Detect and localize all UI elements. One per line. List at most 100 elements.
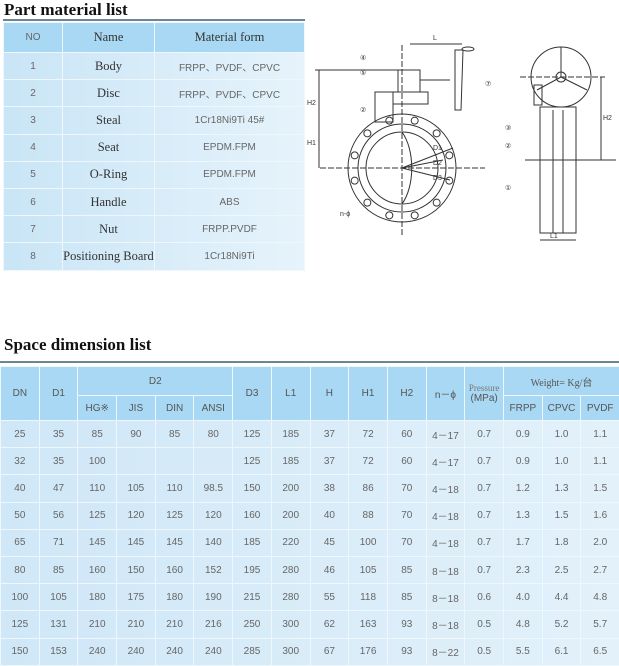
table-header-row: DN D1 D2 D3 L1 H H1 H2 n－ϕ Pressure(MPa)…	[1, 367, 619, 396]
table-cell: 285	[233, 638, 272, 665]
cell-material: FRPP.PVDF	[155, 216, 305, 243]
table-cell: 71	[39, 529, 78, 556]
cell-name: Seat	[63, 134, 155, 161]
table-cell: 180	[78, 584, 117, 611]
cell-material: FRPP、PVDF、CPVC	[155, 53, 305, 80]
bolt-hole	[433, 199, 440, 206]
table-cell: 0.5	[465, 638, 504, 665]
table-cell: 72	[349, 421, 388, 448]
table-cell	[117, 448, 156, 475]
space-dimension-table: DN D1 D2 D3 L1 H H1 H2 n－ϕ Pressure(MPa)…	[0, 366, 619, 666]
valve-diagram: L H2 H1 D1 D2 D3 n-ϕ L1 H2 ④ ⑤ ② ⑦ ③ ② ①	[305, 20, 619, 250]
cell-material: 1Cr18Ni9Ti	[155, 243, 305, 270]
table-cell: 280	[271, 556, 310, 583]
cell-no: 7	[4, 216, 63, 243]
table-cell: 45	[310, 529, 349, 556]
title-rule	[0, 361, 619, 363]
header-d3: D3	[233, 367, 272, 421]
table-cell: 0.7	[465, 475, 504, 502]
header-pvdf: PVDF	[581, 396, 619, 421]
bolt-hole	[364, 199, 371, 206]
bolt-hole	[386, 117, 393, 124]
table-cell: 37	[310, 448, 349, 475]
header-l1: L1	[271, 367, 310, 421]
table-cell: 86	[349, 475, 388, 502]
table-cell: 220	[271, 529, 310, 556]
header-jis: JIS	[117, 396, 156, 421]
header-d2: D2	[78, 367, 233, 396]
table-cell: 4.8	[581, 584, 619, 611]
bolt-hole	[433, 130, 440, 137]
table-cell: 1.6	[581, 502, 619, 529]
table-cell: 200	[271, 475, 310, 502]
header-din: DIN	[155, 396, 194, 421]
table-cell: 105	[39, 584, 78, 611]
table-cell: 1.5	[581, 475, 619, 502]
callout-1: ①	[505, 184, 511, 192]
table-cell: 8－18	[426, 556, 465, 583]
table-cell: 5.2	[542, 611, 581, 638]
table-cell: 93	[387, 611, 426, 638]
header-no: NO	[4, 23, 63, 53]
table-cell: 163	[349, 611, 388, 638]
table-cell: 70	[387, 502, 426, 529]
table-cell: 2.5	[542, 556, 581, 583]
table-cell: 105	[349, 556, 388, 583]
header-d1: D1	[39, 367, 78, 421]
table-cell: 100	[349, 529, 388, 556]
header-weight: Weight= Kg/台	[503, 367, 619, 396]
table-cell: 2.0	[581, 529, 619, 556]
cell-name: Nut	[63, 216, 155, 243]
dim-label-H2-side: H2	[603, 115, 612, 122]
table-cell: 0.7	[465, 556, 504, 583]
table-cell: 180	[155, 584, 194, 611]
table-cell: 150	[117, 556, 156, 583]
bolt-hole	[351, 152, 358, 159]
table-cell: 67	[310, 638, 349, 665]
callout-2: ②	[360, 106, 366, 114]
table-cell: 125	[1, 611, 40, 638]
part-material-title: Part material list	[4, 0, 128, 20]
table-cell: 56	[39, 502, 78, 529]
table-cell: 250	[233, 611, 272, 638]
table-cell: 4－17	[426, 448, 465, 475]
table-cell: 40	[1, 475, 40, 502]
table-cell: 32	[1, 448, 40, 475]
header-h2: H2	[387, 367, 426, 421]
table-cell: 185	[271, 448, 310, 475]
table-cell: 150	[1, 638, 40, 665]
table-cell: 160	[233, 502, 272, 529]
header-name: Name	[63, 23, 155, 53]
table-cell: 1.7	[503, 529, 542, 556]
table-cell: 215	[233, 584, 272, 611]
table-cell: 1.5	[542, 502, 581, 529]
table-cell: 210	[117, 611, 156, 638]
dim-label-D3: D3	[433, 175, 442, 182]
table-cell: 85	[387, 556, 426, 583]
space-dimension-title: Space dimension list	[4, 335, 151, 355]
table-cell: 120	[194, 502, 233, 529]
table-cell: 131	[39, 611, 78, 638]
table-cell: 110	[155, 475, 194, 502]
callout-3: ③	[505, 124, 511, 132]
table-cell: 175	[117, 584, 156, 611]
dim-label-D1: D1	[433, 145, 442, 152]
table-cell: 98.5	[194, 475, 233, 502]
cell-no: 2	[4, 80, 63, 107]
table-cell: 100	[1, 584, 40, 611]
table-cell: 1.2	[503, 475, 542, 502]
table-cell: 152	[194, 556, 233, 583]
table-cell: 0.7	[465, 502, 504, 529]
table-cell: 1.0	[542, 448, 581, 475]
dim-label-L: L	[433, 35, 437, 42]
table-cell	[155, 448, 194, 475]
callout-4: ④	[360, 54, 366, 62]
